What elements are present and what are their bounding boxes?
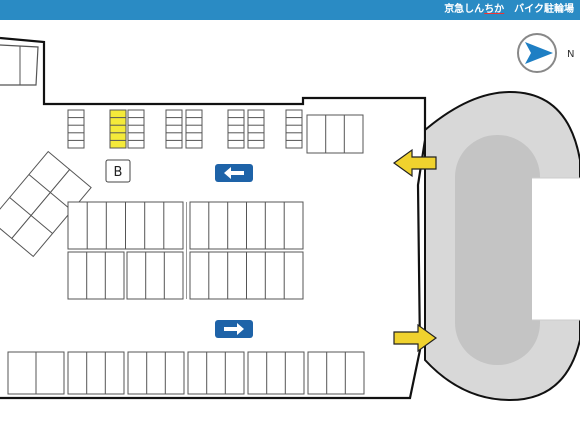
flow-arrow-left: [215, 164, 253, 182]
header-title: 京急しんちか バイク駐輪場: [444, 4, 574, 15]
svg-text:B: B: [114, 165, 123, 180]
bay-stack: [285, 109, 303, 149]
bike-parking-icon: B: [105, 159, 131, 183]
ramp: [424, 90, 580, 402]
bay-group-top-right: [306, 114, 364, 154]
entry-arrow-lower: [393, 323, 438, 353]
bay-stack: [127, 109, 145, 149]
compass-icon: N: [517, 33, 574, 73]
bay-stack: [67, 109, 85, 149]
flow-arrow-right: [215, 320, 253, 338]
bay-stack-highlighted: [109, 109, 127, 149]
bay-stack: [227, 109, 245, 149]
building-outline-left-upper: [0, 44, 39, 86]
building-outline: [0, 36, 427, 400]
bay-stack: [185, 109, 203, 149]
entry-arrow-upper: [392, 148, 437, 178]
bay-stack: [165, 109, 183, 149]
bay-row-bottom: [7, 351, 365, 395]
header-bar: 京急しんちか バイク駐輪場: [0, 0, 580, 20]
parking-map: B: [0, 33, 580, 402]
bay-block-center: [67, 201, 304, 300]
bay-stack: [247, 109, 265, 149]
compass-label: N: [567, 49, 574, 60]
diagonal-bays: [0, 150, 92, 258]
